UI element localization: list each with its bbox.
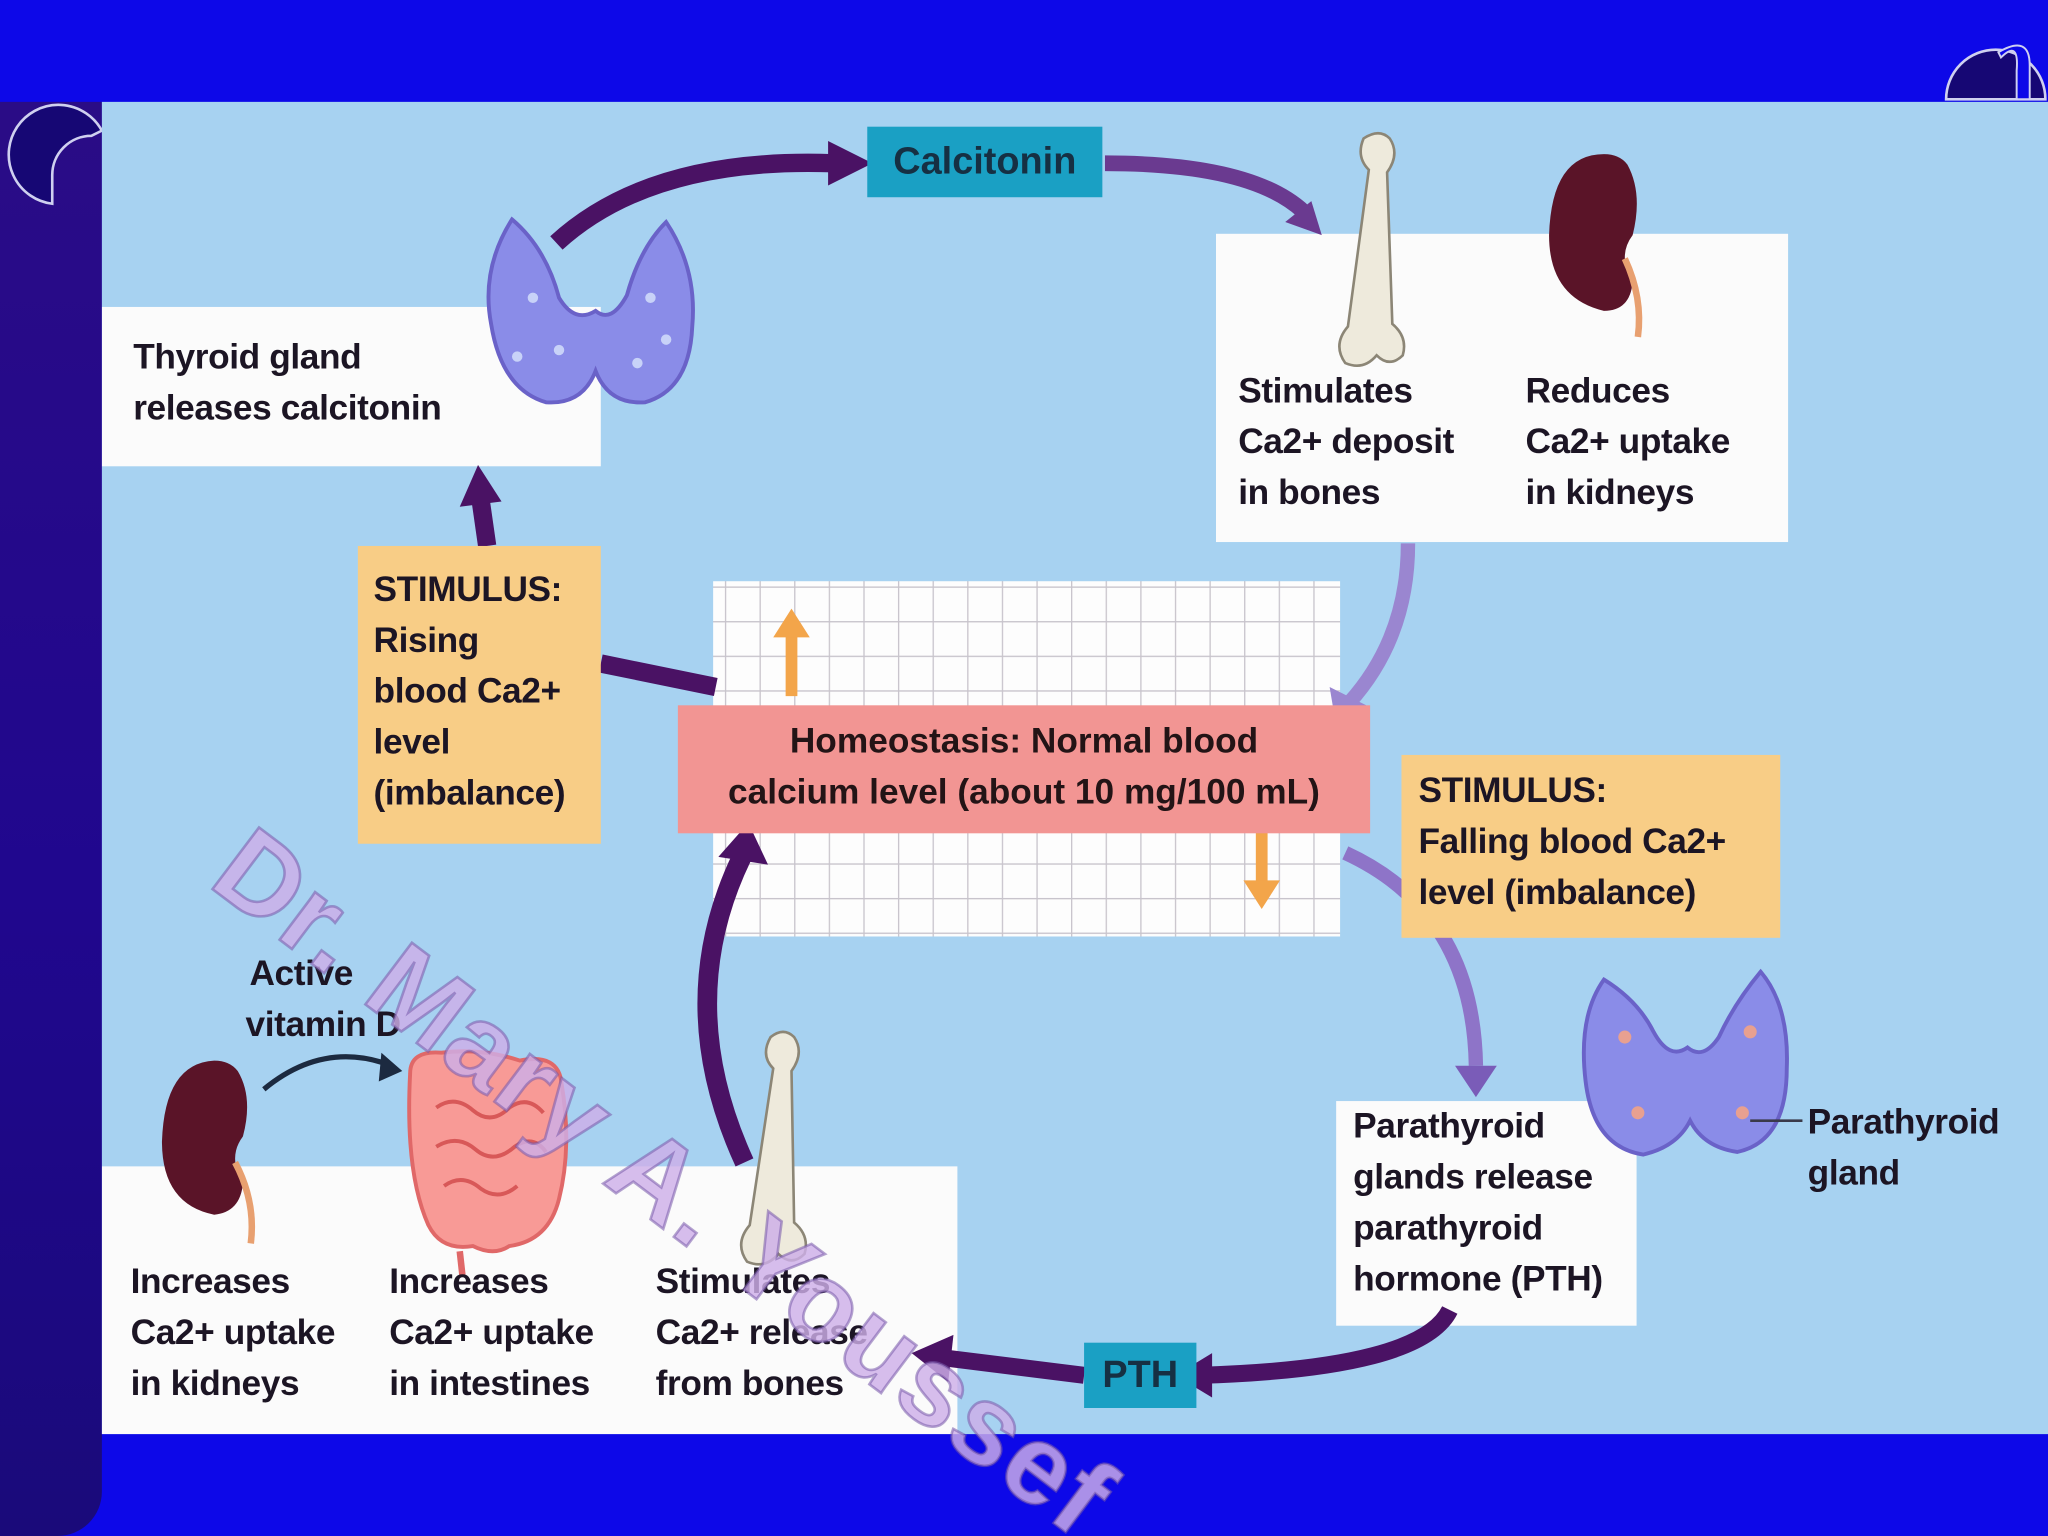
stimulus-rising-line4: level [373,722,451,762]
bone-release-line2: Ca2+ release [655,1312,868,1352]
arrow-bone-release-to-homeostasis [697,852,754,1167]
kidney-reduce-line1: Reduces [1525,370,1671,411]
kidney-increase-label: Increases Ca2+ uptake in kidneys [130,1256,336,1409]
parathyroid-release-line3: parathyroid [1353,1208,1543,1248]
arrow-stimulus-to-thyroid [471,498,497,548]
calcitonin-tag: Calcitonin [867,126,1103,198]
bone-deposit-line3: in bones [1238,472,1381,512]
arrow-effects-to-homeostasis [1343,543,1416,708]
stimulus-rising-line5: (imbalance) [373,773,566,813]
bone-release-label: Stimulates Ca2+ release from bones [656,1256,868,1409]
bone-icon-bottom [739,1030,808,1266]
calcium-homeostasis-diagram: Calcitonin PTH Homeostasis: Normal blood… [101,101,2048,1435]
stimulus-rising-line2: Rising [373,620,480,660]
intestine-increase-line3: in intestines [389,1363,590,1403]
pth-tag: PTH [1084,1342,1197,1408]
stimulus-falling-label: STIMULUS: Falling blood Ca2+ level (imba… [1418,765,1726,918]
parathyroid-release-line2: glands release [1353,1157,1593,1197]
left-sidebar-band [0,101,102,1536]
stimulus-falling-box [1401,754,1781,938]
intestines-icon [407,1049,569,1276]
intestine-increase-line1: Increases [389,1261,549,1301]
parathyroid-release-line4: hormone (PTH) [1353,1259,1603,1299]
intestine-increase-label: Increases Ca2+ uptake in intestines [389,1256,594,1409]
corner-ornament-left [7,103,104,206]
kidney-increase-line3: in kidneys [130,1363,300,1403]
stimulus-rising-line3: blood Ca2+ [373,671,562,711]
homeostasis-box: Homeostasis: Normal blood calcium level … [677,705,1371,834]
thyroid-label-line1: Thyroid gland [133,336,362,377]
kidney-reduce-line3: in kidneys [1525,472,1695,512]
stimulus-falling-line3: level (imbalance) [1418,872,1696,912]
parathyroid-gland-line1: Parathyroid [1807,1102,2000,1142]
vitamin-d-label: Active vitamin D [245,948,402,1050]
arrow-parathyroid-to-pth [1198,1305,1458,1384]
thyroid-gland-icon [486,216,695,405]
homeostasis-line2: calcium level (about 10 mg/100 mL) [728,771,1320,812]
bone-release-line3: from bones [655,1363,844,1403]
kidney-reduce-label: Reduces Ca2+ uptake in kidneys [1525,366,1731,519]
thyroid-label: Thyroid gland releases calcitonin [133,332,442,434]
bone-kidney-effects-box [1215,233,1789,543]
arrow-pth-to-effects [947,1349,1086,1384]
bone-release-line1: Stimulates [655,1261,831,1301]
parathyroid-release-label: Parathyroid glands release parathyroid h… [1353,1101,1603,1305]
parathyroid-gland-label: Parathyroid gland [1808,1097,2000,1199]
parathyroid-gland-icon [1581,968,1789,1157]
bone-deposit-line2: Ca2+ deposit [1238,421,1454,462]
kidney-reduce-line2: Ca2+ uptake [1525,421,1731,462]
stimulus-rising-line1: STIMULUS: [373,569,563,609]
stimulus-falling-line2: Falling blood Ca2+ [1418,821,1726,861]
bone-deposit-line1: Stimulates [1238,370,1413,411]
thyroid-label-line2: releases calcitonin [133,387,442,428]
arrow-vitamin-d [262,1054,393,1092]
arrow-thyroid-to-calcitonin [550,153,834,250]
kidney-increase-line1: Increases [130,1261,291,1301]
parathyroid-release-line1: Parathyroid [1353,1106,1545,1146]
kidney-icon-top [1549,154,1643,338]
intestine-increase-line2: Ca2+ uptake [389,1312,594,1352]
arrow-calcitonin-to-effects [1104,155,1309,218]
up-arrow-head [773,608,810,638]
stimulus-rising-label: STIMULUS: Rising blood Ca2+ level (imbal… [374,564,566,819]
arrow-homeostasis-to-stimulus [598,654,718,696]
homeostasis-line1: Homeostasis: Normal blood [789,720,1259,761]
corner-ornament-right [1944,44,2047,101]
kidney-increase-line2: Ca2+ uptake [130,1312,336,1352]
down-arrow-head [1243,880,1280,910]
kidney-icon-bottom [161,1060,256,1244]
vitamin-d-line1: Active [249,953,353,993]
parathyroid-label-box [1336,1101,1637,1326]
stimulus-rising-box [357,545,601,844]
parathyroid-gland-line2: gland [1807,1153,1900,1193]
bone-icon-top [1338,131,1406,367]
vitamin-d-line2: vitamin D [245,1004,402,1044]
bone-deposit-label: Stimulates Ca2+ deposit in bones [1238,366,1454,519]
stimulus-falling-line1: STIMULUS: [1418,770,1607,810]
